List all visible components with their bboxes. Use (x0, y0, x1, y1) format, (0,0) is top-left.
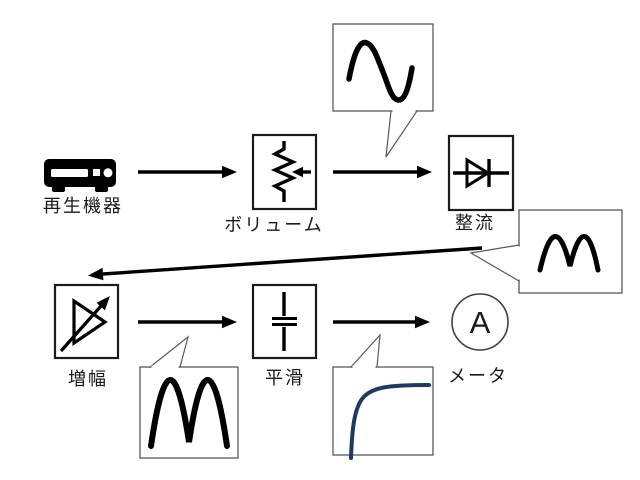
arrow-volume-to-rectifier (333, 165, 432, 179)
potentiometer-icon (270, 141, 311, 202)
amplifier-box (53, 283, 120, 360)
arrow-amplifier-to-smoothing (138, 315, 237, 329)
meter-label: メータ (448, 366, 508, 386)
smoothing-label: 平滑 (265, 368, 305, 388)
rectifier-label: 整流 (455, 213, 495, 233)
volume-label: ボリューム (224, 215, 324, 235)
volume-box (251, 133, 318, 211)
arrow-smoothing-to-meter (333, 315, 430, 329)
callout-smoothed-curve (332, 333, 434, 460)
audio-player-icon (44, 159, 116, 192)
callout-sine-wave (332, 23, 434, 158)
amplifier-label: 増幅 (68, 369, 108, 389)
rectified-wave-icon (537, 234, 601, 273)
playback-label: 再生機器 (43, 196, 123, 216)
smoothed-rise-curve-icon (349, 383, 431, 460)
variable-amplifier-icon (59, 296, 110, 353)
rectified-wave-icon (148, 377, 230, 449)
meter-circle: A (451, 293, 509, 351)
meter-symbol: A (470, 305, 491, 340)
rectifier-box (447, 134, 515, 212)
arrow-rectifier-to-amplifier (88, 246, 483, 281)
capacitor-icon (272, 292, 297, 351)
callout-rectified-wave (469, 209, 623, 294)
callout-amplified-rectified-wave (139, 335, 239, 459)
smoothing-box (251, 283, 318, 360)
sine-wave-icon (346, 39, 415, 103)
arrow-playback-to-volume (138, 165, 237, 179)
diode-icon (453, 157, 509, 189)
